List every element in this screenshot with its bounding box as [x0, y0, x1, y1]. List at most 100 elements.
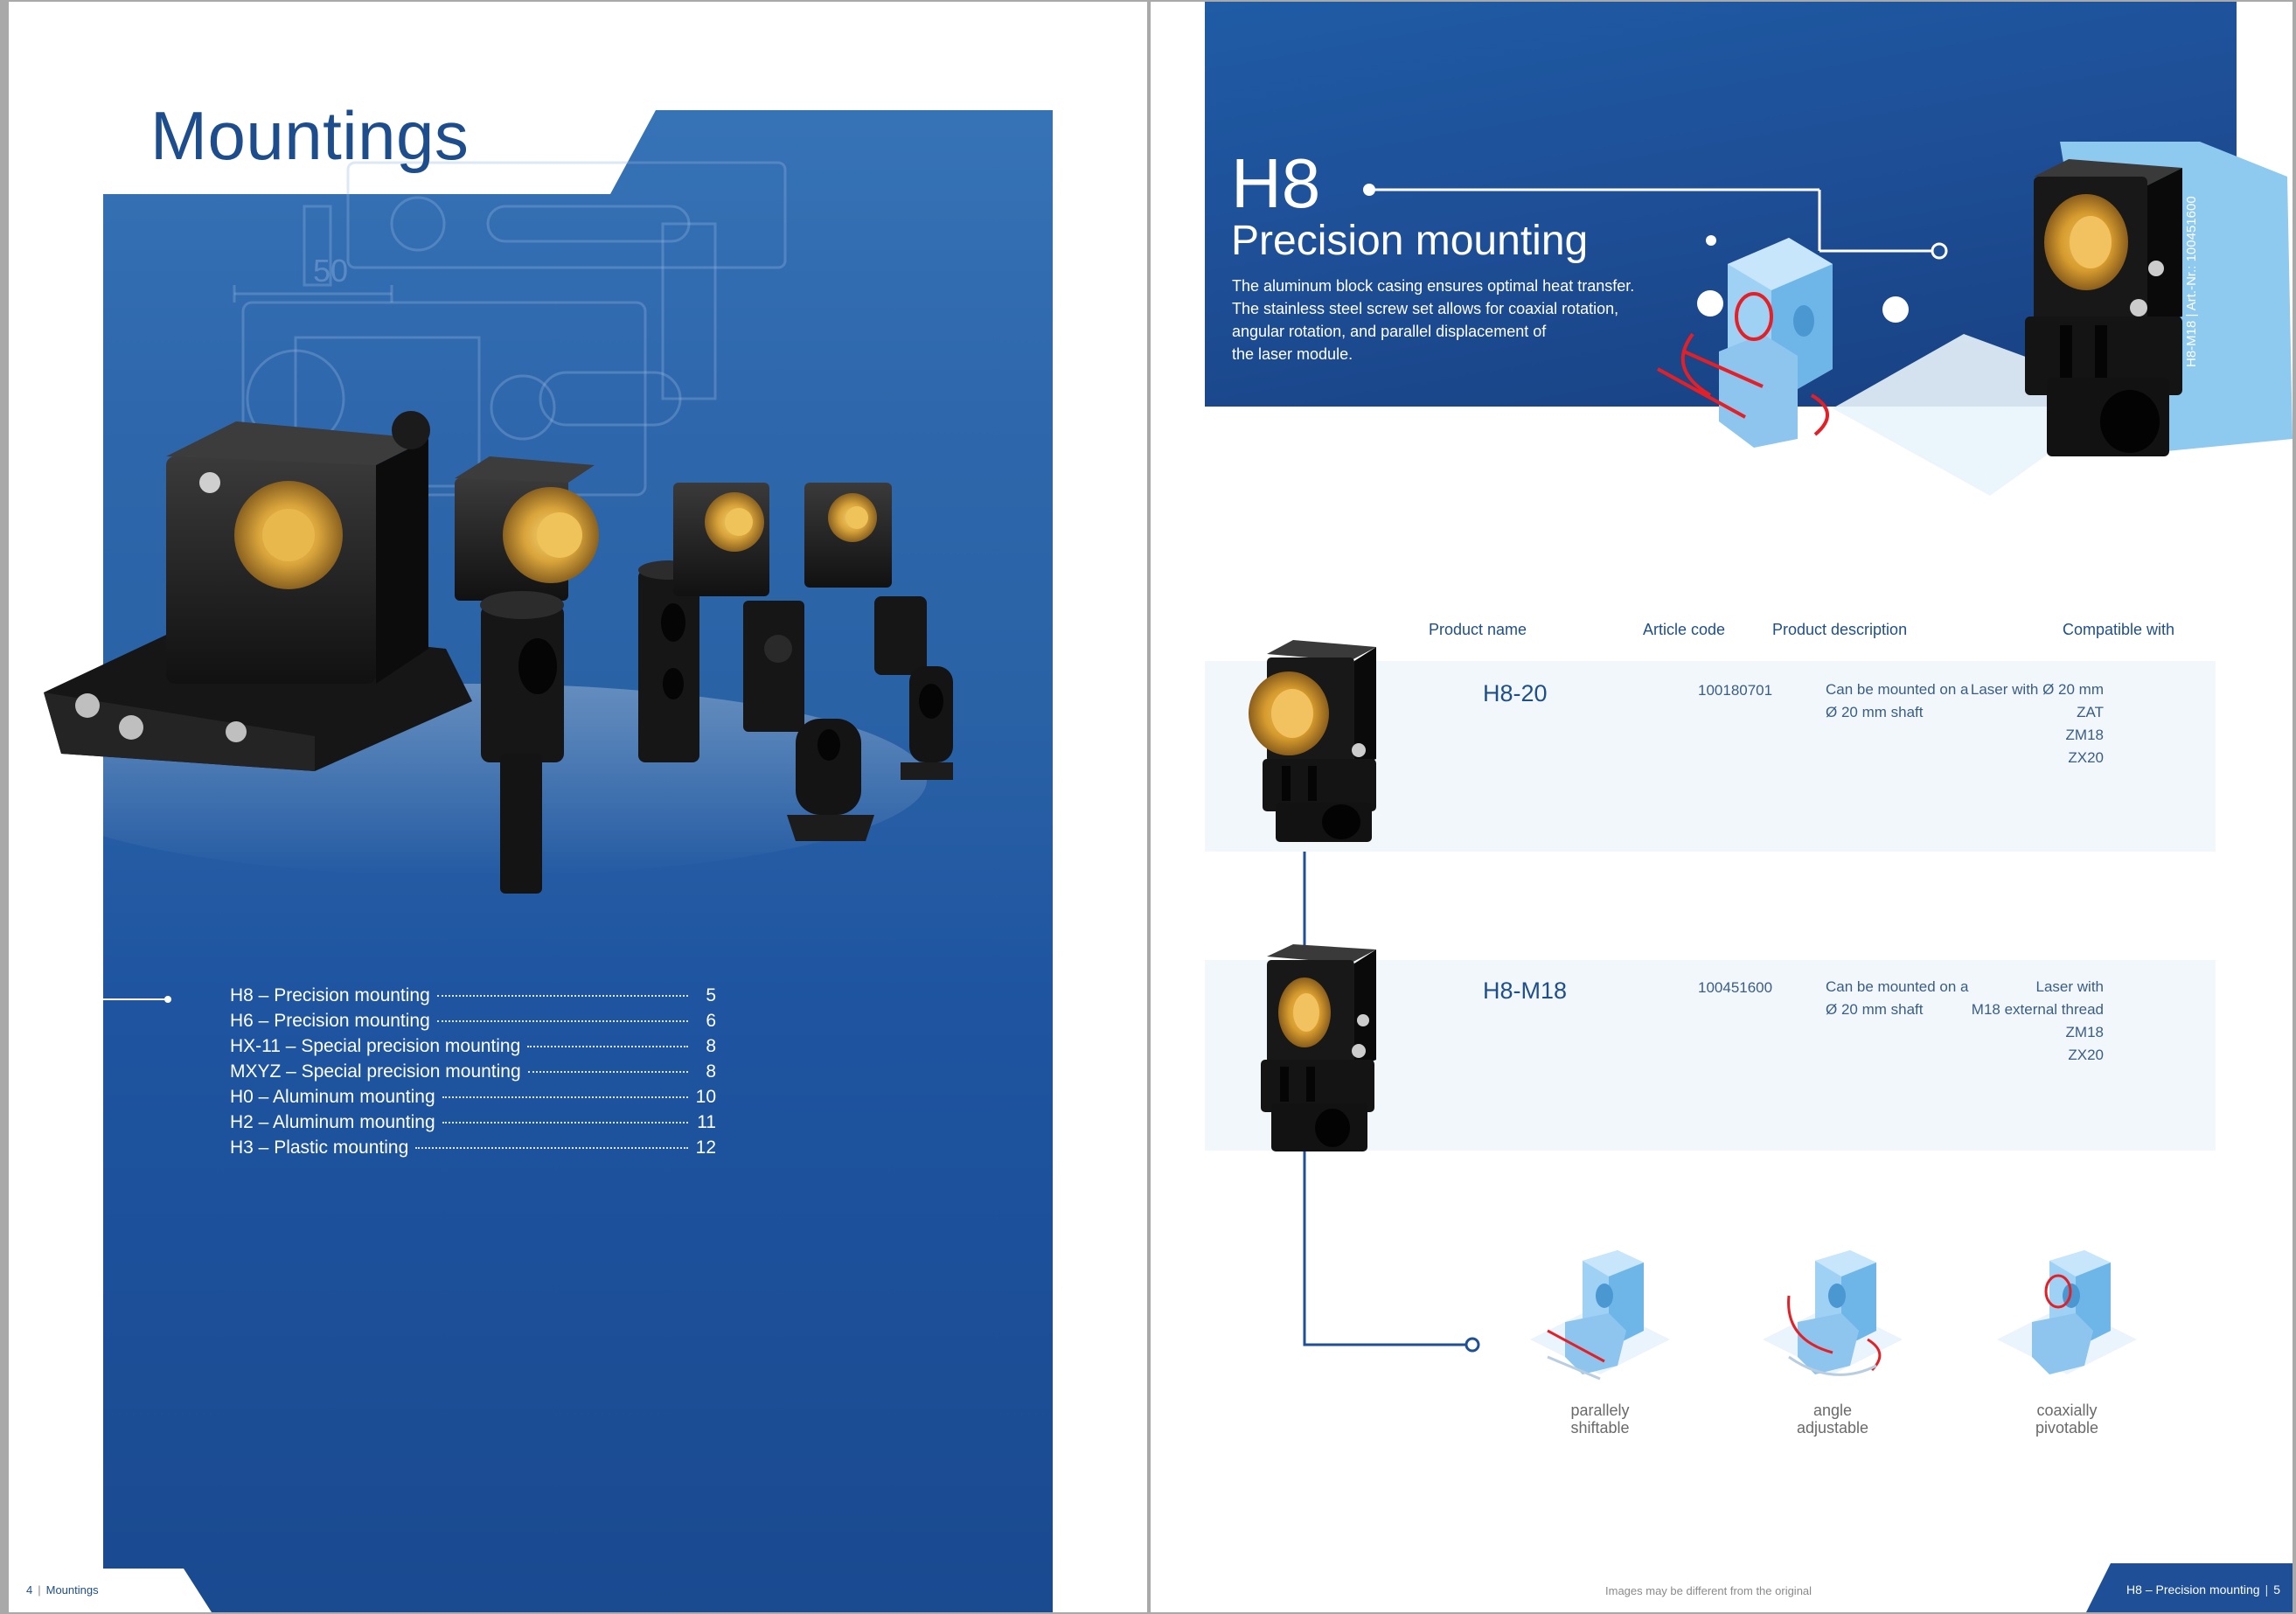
- row-compatible: Laser with Ø 20 mm ZAT ZM18 ZX20: [1876, 678, 2104, 769]
- toc-item-label: MXYZ – Special precision mounting: [230, 1061, 521, 1082]
- feature-coaxial-pivot: coaxially pivotable: [1979, 1243, 2154, 1437]
- toc-item-label: H6 – Precision mounting: [230, 1011, 430, 1031]
- header-article-code: Article code: [1643, 621, 1726, 638]
- toc-item[interactable]: H0 – Aluminum mounting 10: [230, 1087, 716, 1112]
- toc-item[interactable]: H3 – Plastic mounting 12: [230, 1137, 716, 1163]
- toc-item-page: 8: [706, 1061, 716, 1082]
- row-compatible-line: ZM18: [2065, 1024, 2104, 1040]
- description-line: The stainless steel screw set allows for…: [1232, 300, 1619, 317]
- toc-item-label: H8 – Precision mounting: [230, 985, 430, 1005]
- toc-item-label: H0 – Aluminum mounting: [230, 1087, 435, 1107]
- row-description-line: Ø 20 mm shaft: [1826, 1001, 1924, 1018]
- header-product-name: Product name: [1429, 621, 1527, 638]
- row-compatible-line: ZAT: [2077, 704, 2104, 720]
- row-product-name: H8-20: [1483, 680, 1548, 706]
- toc-item[interactable]: MXYZ – Special precision mounting 8: [230, 1061, 716, 1087]
- toc-leader-dots: [442, 1122, 688, 1124]
- row-description-line: Can be mounted on a: [1826, 681, 1969, 698]
- h8-20-thumbnail-icon: [1249, 640, 1376, 842]
- technical-drawing: 50: [233, 161, 787, 497]
- toc-item-page: 11: [697, 1112, 716, 1132]
- footer-separator: |: [38, 1583, 41, 1597]
- row-compatible-line: Laser with: [2035, 978, 2104, 995]
- toc-item-label: H2 – Aluminum mounting: [230, 1112, 435, 1132]
- row-description: Can be mounted on a Ø 20 mm shaft: [1826, 976, 2000, 1021]
- footer-separator: |: [2265, 1583, 2269, 1597]
- toc-item-label: HX-11 – Special precision mounting: [230, 1036, 521, 1056]
- toc-item-page: 8: [706, 1036, 716, 1056]
- toc-leader-dots: [527, 1046, 688, 1047]
- angle-adjust-icon: [1763, 1250, 1903, 1376]
- toc-leader-dots: [442, 1096, 688, 1098]
- feature-label-line: angle: [1812, 1402, 1853, 1419]
- product-description: The aluminum block casing ensures optima…: [1232, 275, 1669, 365]
- description-line: angular rotation, and parallel displacem…: [1232, 323, 1547, 340]
- toc-item[interactable]: H2 – Aluminum mounting 11: [230, 1112, 716, 1137]
- left-page-number: 4: [26, 1583, 33, 1597]
- footer-disclaimer: Images may be different from the origina…: [1605, 1584, 1812, 1597]
- toc-connector: [103, 996, 171, 1003]
- product-model: H8: [1231, 144, 1321, 222]
- toc-leader-dots: [415, 1147, 688, 1149]
- feature-label: coaxially pivotable: [1979, 1402, 2154, 1437]
- h8-m18-mounting-icon: [2025, 159, 2182, 456]
- row-compatible: Laser with M18 external thread ZM18 ZX20: [1876, 976, 2104, 1067]
- right-footer: H8 – Precision mounting | 5: [2126, 1583, 2280, 1597]
- row-article-code: 100180701: [1698, 682, 1773, 699]
- row-compatible-line: M18 external thread: [1971, 1001, 2104, 1018]
- row-compatible-line: ZX20: [2068, 749, 2104, 766]
- rotation-arrow-icon: [1657, 332, 1830, 436]
- feature-label-line: coaxially: [2036, 1402, 2098, 1419]
- right-page: H8 Precision mounting The aluminum block…: [1151, 2, 2293, 1612]
- description-line: the laser module.: [1232, 345, 1353, 363]
- small-mountings-icon: [673, 483, 953, 841]
- row-article-code: 100451600: [1698, 979, 1773, 996]
- left-page: 50 Mountings: [9, 2, 1147, 1612]
- right-footer-section: H8 – Precision mounting: [2126, 1583, 2260, 1597]
- row-compatible-line: Laser with Ø 20 mm: [1970, 681, 2104, 698]
- header-product-description: Product description: [1772, 621, 1908, 638]
- feature-angle-adjust: angle adjustable: [1745, 1243, 1920, 1437]
- table-of-contents: H8 – Precision mounting 5 H6 – Precision…: [230, 985, 716, 1163]
- right-page-number: 5: [2273, 1583, 2280, 1597]
- h8-hero-illustration: [1363, 142, 2293, 496]
- row-product-name: H8-M18: [1483, 977, 1568, 1004]
- toc-item[interactable]: H6 – Precision mounting 6: [230, 1011, 716, 1036]
- product-subtitle: Precision mounting: [1231, 218, 1589, 264]
- feature-label: angle adjustable: [1745, 1402, 1920, 1437]
- page-title: Mountings: [150, 97, 470, 174]
- left-footer-section: Mountings: [45, 1583, 99, 1597]
- feature-label: parallely shiftable: [1513, 1402, 1687, 1437]
- h6-mounting-icon: [455, 456, 599, 601]
- toc-item[interactable]: HX-11 – Special precision mounting 8: [230, 1036, 716, 1061]
- drawing-dimension: 50: [313, 253, 348, 289]
- feature-parallel-shift: parallely shiftable: [1513, 1243, 1687, 1437]
- parallel-shift-icon: [1530, 1250, 1670, 1381]
- toc-item[interactable]: H8 – Precision mounting 5: [230, 985, 716, 1011]
- row-description: Can be mounted on a Ø 20 mm shaft: [1826, 678, 2000, 724]
- row-compatible-line: ZM18: [2065, 727, 2104, 743]
- toc-leader-dots: [527, 1071, 688, 1073]
- row-compatible-line: ZX20: [2068, 1047, 2104, 1063]
- row-description-line: Ø 20 mm shaft: [1826, 704, 1924, 720]
- feature-label-line: pivotable: [2035, 1419, 2099, 1437]
- right-footer-tab: [2086, 1563, 2293, 1612]
- h8-m18-thumbnail-icon: [1261, 944, 1376, 1151]
- cylinder-holder-icon: [480, 560, 699, 894]
- toc-leader-dots: [436, 1020, 688, 1022]
- toc-item-page: 12: [695, 1137, 716, 1158]
- coaxial-pivot-icon: [1997, 1250, 2137, 1374]
- toc-item-page: 5: [706, 985, 716, 1005]
- toc-item-page: 10: [695, 1087, 716, 1107]
- header-compatible-with: Compatible with: [2063, 621, 2175, 638]
- description-line: The aluminum block casing ensures optima…: [1232, 277, 1635, 295]
- vertical-article-code: H8-M18 | Art.-Nr.: 100451600: [2184, 196, 2199, 367]
- feature-label-line: shiftable: [1570, 1419, 1630, 1437]
- toc-leader-dots: [436, 995, 688, 997]
- left-footer-tab: [9, 1569, 212, 1612]
- left-footer: 4 | Mountings: [26, 1583, 99, 1597]
- large-mounting-icon: [44, 411, 472, 771]
- feature-label-line: adjustable: [1796, 1419, 1869, 1437]
- toc-item-page: 6: [706, 1011, 716, 1031]
- row-description-line: Can be mounted on a: [1826, 978, 1969, 995]
